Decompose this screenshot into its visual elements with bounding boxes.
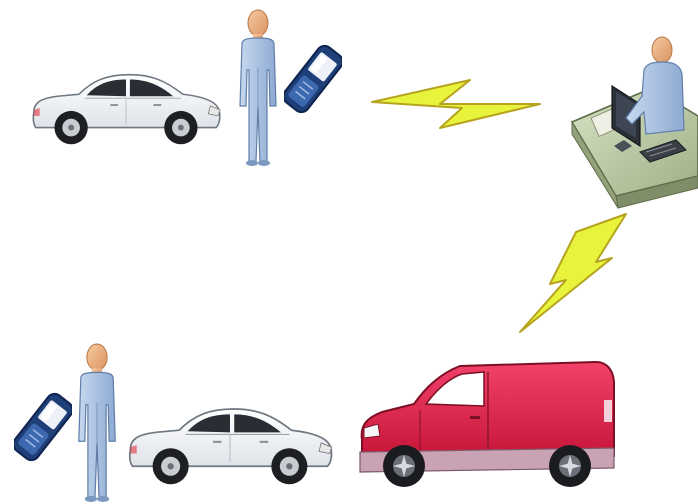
van-icon bbox=[360, 362, 614, 487]
person-icon bbox=[79, 344, 115, 502]
mobile-phone-icon bbox=[10, 391, 76, 464]
operator-at-workstation-icon bbox=[572, 37, 698, 208]
lightning-bolt-icon bbox=[520, 214, 626, 332]
person-icon bbox=[240, 10, 276, 166]
sedan-car-icon bbox=[130, 409, 332, 484]
lightning-bolt-icon bbox=[372, 80, 540, 128]
sedan-car-icon bbox=[33, 75, 220, 145]
mobile-phone-icon bbox=[280, 43, 346, 116]
